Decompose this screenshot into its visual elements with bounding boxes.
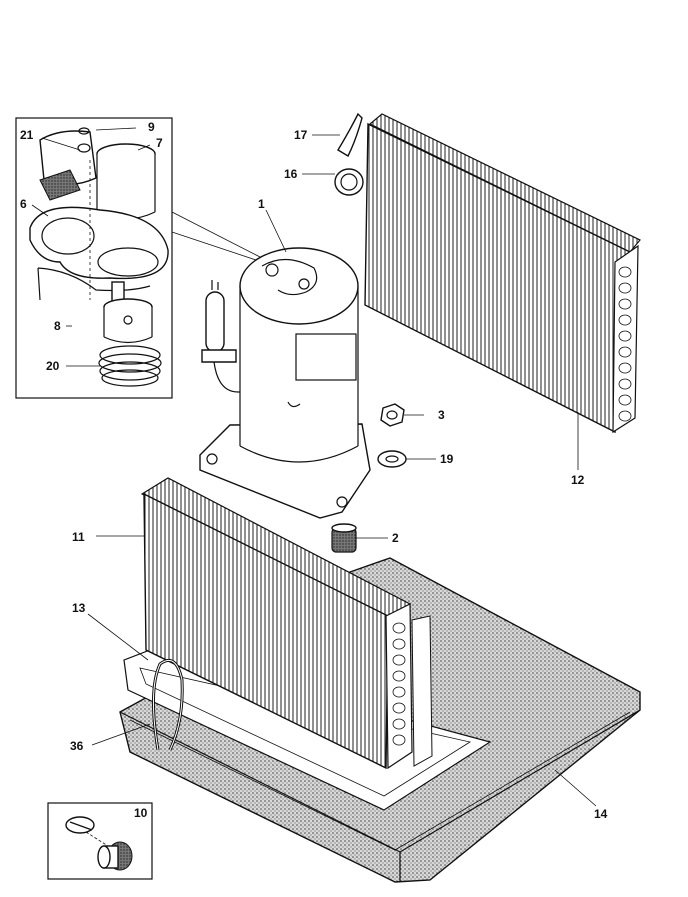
overload-protector: [103, 298, 153, 344]
callout-17: 17: [294, 128, 308, 142]
mounting-bracket: [39, 127, 97, 201]
callout-36: 36: [70, 739, 84, 753]
callout-20: 20: [46, 359, 60, 373]
callout-21: 21: [20, 128, 34, 142]
hex-nut: [380, 403, 405, 427]
compressor: [199, 247, 371, 519]
drain-strap: [152, 659, 184, 751]
callout-9: 9: [148, 120, 155, 134]
leader-lines: [31, 127, 597, 807]
callout-12: 12: [571, 473, 585, 487]
coil-return-bends: [618, 266, 632, 422]
callout-10: 10: [134, 806, 148, 820]
spring-clip: [98, 345, 162, 387]
callout-2: 2: [392, 531, 399, 545]
callout-16: 16: [284, 167, 298, 181]
capacitor-inset: [47, 802, 153, 880]
condenser-coil: [364, 113, 641, 434]
callout-8: 8: [54, 319, 61, 333]
terminal-cover: [96, 143, 156, 220]
callout-11: 11: [72, 530, 85, 544]
gasket: [29, 160, 169, 300]
evaporator-return-bends: [392, 622, 406, 746]
callout-1: 1: [258, 197, 265, 211]
accumulator: [201, 280, 240, 393]
callout-13: 13: [72, 601, 86, 615]
callout-7: 7: [156, 136, 163, 150]
evaporator-coil: [140, 477, 433, 770]
callout-labels: 1 2 3 6 7 8 9 10 11 12 13 14 16 17 19 20…: [20, 120, 608, 821]
callout-6: 6: [20, 197, 27, 211]
callout-14: 14: [594, 807, 608, 821]
clip: [37, 267, 151, 305]
tube-fittings: [334, 112, 364, 196]
callout-19: 19: [440, 452, 454, 466]
electrical-parts-inset: [15, 117, 263, 399]
grommet: [331, 523, 357, 553]
callout-3: 3: [438, 408, 445, 422]
washer: [377, 450, 407, 468]
